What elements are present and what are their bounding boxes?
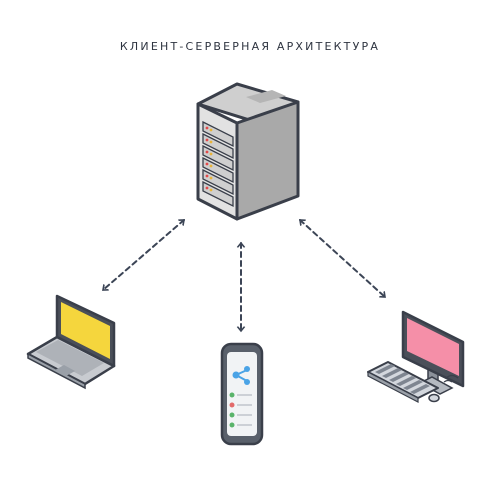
diagram-title: КЛИЕНТ-СЕРВЕРНАЯ АРХИТЕКТУРА	[119, 40, 381, 53]
desktop-node	[367, 310, 465, 403]
connector-server-laptop	[102, 219, 185, 291]
laptop-node	[26, 294, 116, 390]
server-node	[196, 82, 300, 221]
smartphone-node	[220, 342, 264, 446]
connector-server-desktop	[299, 219, 386, 298]
